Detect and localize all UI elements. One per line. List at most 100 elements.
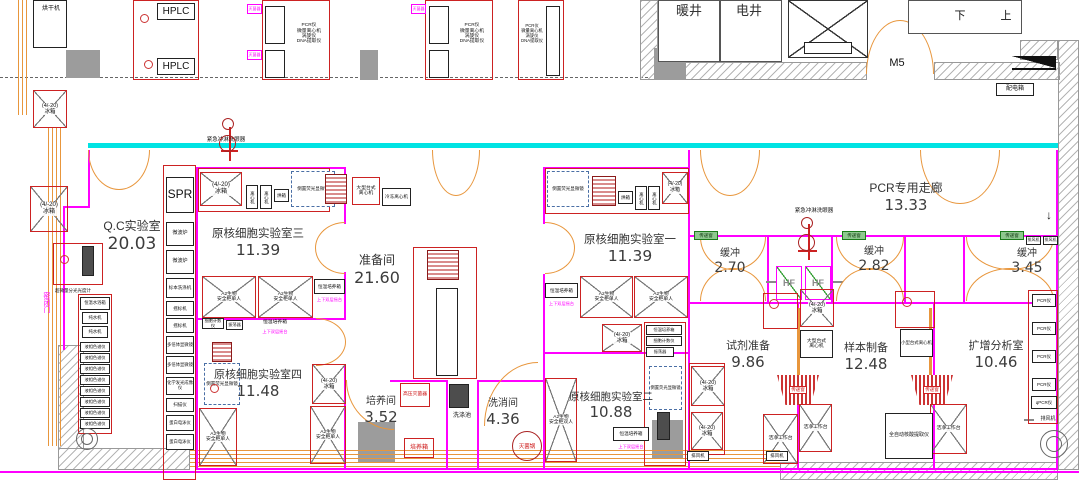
room-area: 2.70 xyxy=(714,259,746,276)
biosafety-cabinet-double: A2生物 安全柜双人 xyxy=(545,378,577,462)
biosafety-cabinet: A2生物 安全柜单人 xyxy=(258,276,313,318)
spr-box-label: SPR xyxy=(167,187,193,202)
equipment-box: 摇标机 xyxy=(166,318,194,333)
hatch-area xyxy=(655,62,867,80)
equipment-box: 上下双层摇台 xyxy=(256,328,294,336)
door-m5-label: M5 xyxy=(882,56,912,71)
exhaust-fan-label: 排风机 xyxy=(687,451,709,461)
fridge: (4/-20) 冰箱 xyxy=(200,172,242,206)
equipment-label: 细胞计数仪 xyxy=(653,337,675,343)
elevator-shaft xyxy=(788,0,868,58)
wall-segment xyxy=(543,274,545,470)
door-m5-label-label: M5 xyxy=(889,57,905,70)
equipment-label: 上下双层摇台 xyxy=(548,300,575,306)
equipment-box: 离心机 xyxy=(635,186,647,210)
room-label: 暖井 xyxy=(666,3,712,22)
equipment-label: 烘箱 xyxy=(277,192,286,198)
pass-window-tag: 传递窗 xyxy=(842,231,866,240)
door-arc xyxy=(545,248,575,274)
fridge-label: (4/-20) 冰箱 xyxy=(211,182,231,196)
sterilizer-label: 灭菌锅 xyxy=(518,444,536,450)
room-area: 3.52 xyxy=(364,407,398,426)
equipment-box: 排风机 xyxy=(1026,236,1041,245)
equipment-box: 大型台式 离心机 xyxy=(800,330,833,358)
biosafety-cabinet: A2生物 安全柜单人 xyxy=(310,406,346,464)
room-name: 缓冲 xyxy=(864,246,884,257)
biosafety-cabinet-label: A2生物 安全柜单人 xyxy=(648,291,674,303)
clean-bench-label: 洁净工作台 xyxy=(802,425,829,431)
pcr-bench xyxy=(1028,290,1058,424)
autoclave xyxy=(592,176,616,206)
room-area: 11.48 xyxy=(236,381,280,400)
equipment-box xyxy=(265,50,285,78)
equipment-label: qPCR仪 xyxy=(1035,399,1053,405)
circle-symbol xyxy=(1046,436,1062,452)
power-box: 配电箱 xyxy=(996,83,1034,96)
equipment-label: 烘箱 xyxy=(621,194,630,200)
exhaust-fan-label-label: 排风机 xyxy=(1040,415,1056,422)
equipment-box xyxy=(436,288,458,376)
equipment-label: 上下双层摇台 xyxy=(618,443,644,449)
hf-pass-window-label: HF xyxy=(783,277,795,288)
hatch-area xyxy=(58,448,190,470)
equipment-box: 灭菌器 xyxy=(411,4,426,14)
fridge-label: (4/-20) 冰箱 xyxy=(698,379,718,393)
equipment-label: 排风机 xyxy=(1044,237,1057,243)
equipment-box: 液相色谱仪 xyxy=(80,397,110,407)
room-area: 4.36 xyxy=(486,409,520,428)
lab2-bench xyxy=(644,322,686,466)
equipment-label: 细胞计数仪 xyxy=(204,317,222,328)
door-arc xyxy=(456,150,480,196)
door-arc xyxy=(315,248,345,274)
equipment-box xyxy=(429,50,449,78)
hatch-area xyxy=(1058,40,1079,470)
lab1-bench xyxy=(545,168,689,214)
microscope-label: 倒置荧光显微镜 xyxy=(650,384,681,390)
fridge-label: (4/-20) 冰箱 xyxy=(807,301,827,315)
equipment-box: 微波炉 xyxy=(166,222,194,246)
fridge: (4/-20) 冰箱 xyxy=(800,289,834,327)
floor-drain xyxy=(76,428,98,450)
equipment-box xyxy=(53,243,103,285)
staircase xyxy=(908,0,1022,34)
equipment-label: 微波炉 xyxy=(172,258,188,265)
fridge: (4/-20) 冰箱 xyxy=(691,366,725,406)
equipment-label: 液相色谱仪 xyxy=(84,365,106,371)
room-name: 洗消间 xyxy=(488,398,518,409)
equipment-label: 恒温水浴箱 xyxy=(84,300,106,306)
equipment-label: 超微量分光光度计 xyxy=(55,288,91,294)
equipment-box: 细胞计数仪 xyxy=(646,336,682,346)
door-arc xyxy=(960,150,1000,204)
elevator-counterweight xyxy=(804,42,852,54)
fridge-label: (4/-20) 冰箱 xyxy=(612,331,632,345)
equipment-box: 恒温培养箱 xyxy=(256,318,294,327)
fridge: (4/-20) 冰箱 xyxy=(691,412,723,450)
room-name: 样本制备 xyxy=(844,342,888,354)
equipment-box xyxy=(546,6,560,76)
sink-label-label: 洗涤池 xyxy=(452,412,471,419)
emergency-shower-label: 紧急冲淋洗眼器 xyxy=(786,207,842,216)
shower-symbol xyxy=(222,118,234,130)
prep-bench xyxy=(413,247,477,379)
equipment-box: 多倍体显微镜 xyxy=(166,336,194,354)
biosafety-cabinet: A2生物 安全柜单人 xyxy=(580,276,633,318)
microscope: 倒置荧光显微镜 xyxy=(547,171,589,207)
chair xyxy=(140,14,149,23)
equipment-label: 恒温培养箱 xyxy=(653,326,675,332)
equipment-box: 化学发光成像仪 xyxy=(166,377,194,395)
equipment-label: PCR仪 xyxy=(1036,381,1051,387)
wall-segment xyxy=(1024,419,1034,421)
equipment-label: 灭菌器 xyxy=(248,51,261,57)
equipment-box: HPLC xyxy=(157,3,195,20)
hatch-area xyxy=(640,0,658,80)
entry-arrow-label: ↓ xyxy=(1046,208,1052,223)
hplc-bench xyxy=(133,0,199,80)
exhaust-fan-label-label: 排风机 xyxy=(770,453,784,459)
chair xyxy=(769,299,779,309)
fridge-label: (4/-20) 冰箱 xyxy=(666,181,684,194)
equipment-label: 标本洗涤机 xyxy=(168,285,192,291)
